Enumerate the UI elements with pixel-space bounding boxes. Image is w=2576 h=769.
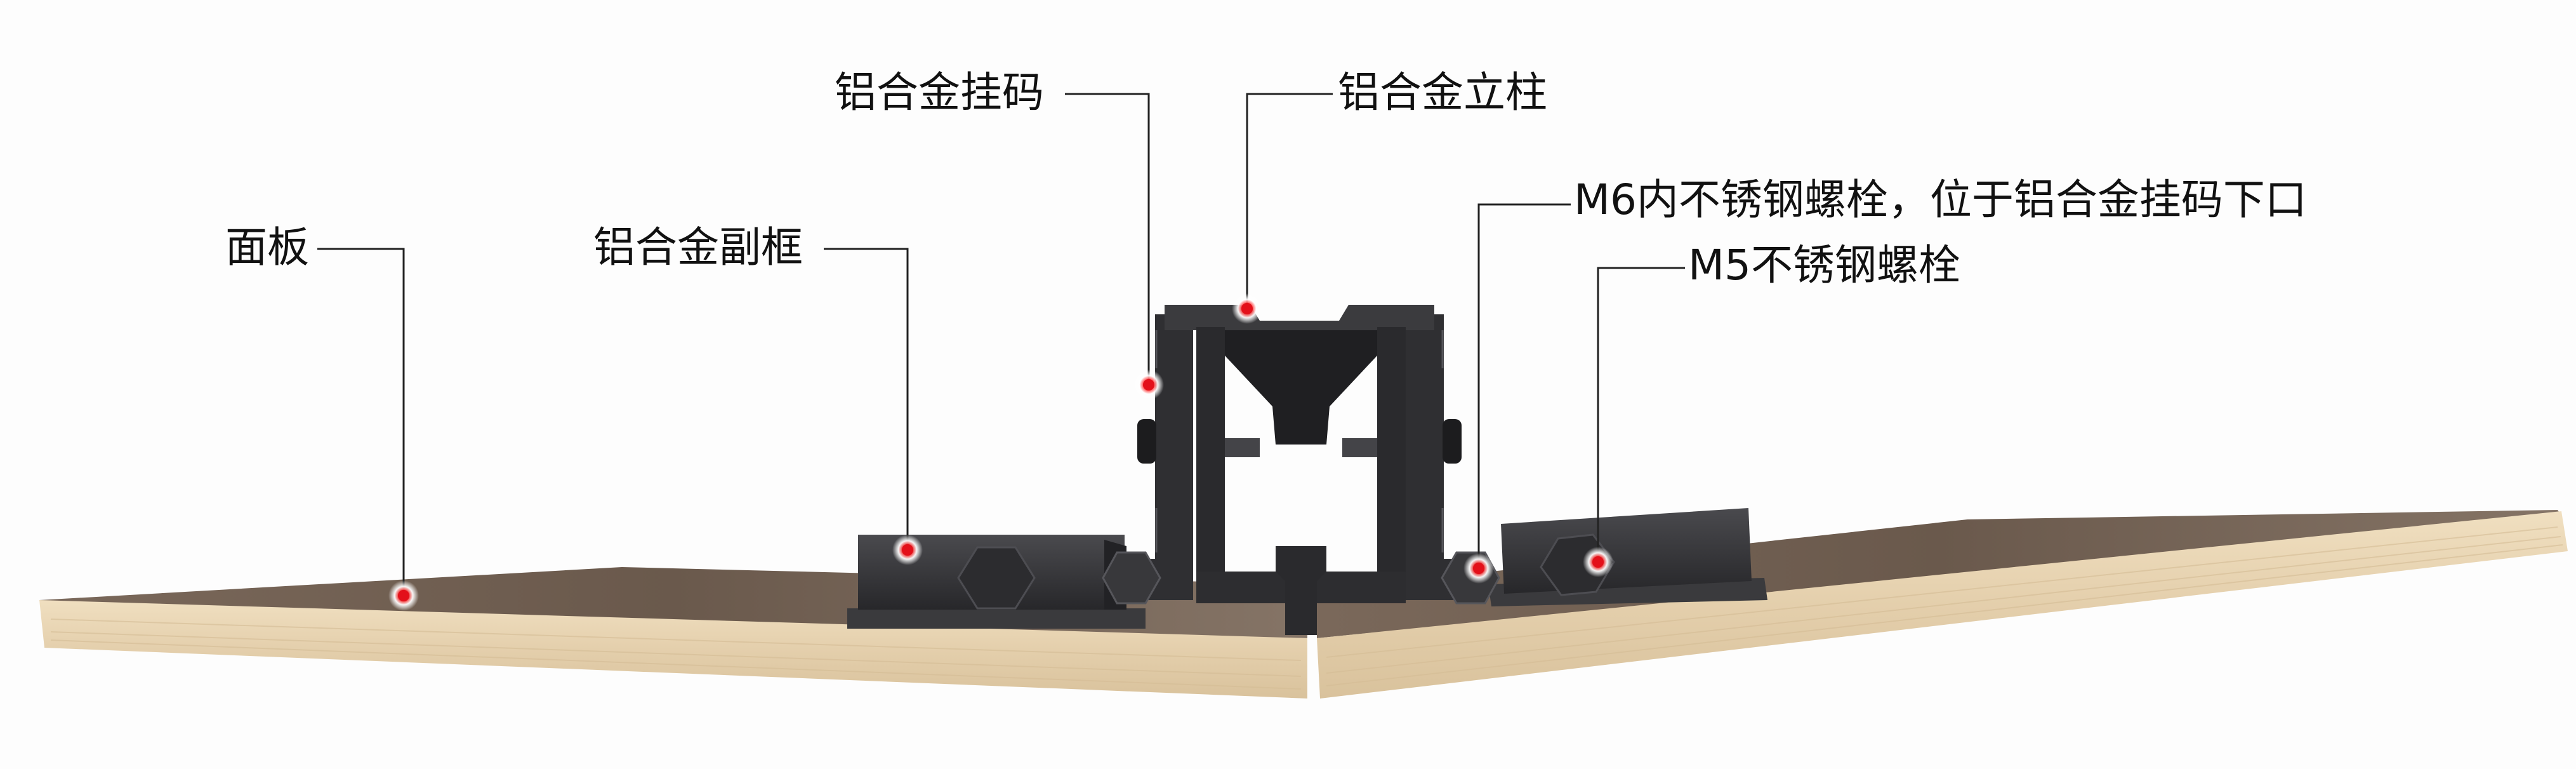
label-hanger: 铝合金挂码 xyxy=(835,68,1044,117)
marker-column xyxy=(1232,293,1262,324)
marker-m6-bolt xyxy=(1463,553,1494,584)
left-inner-bracket xyxy=(1225,438,1260,457)
left-hanger-screw-icon xyxy=(1137,419,1156,464)
right-hanger-screw-icon xyxy=(1443,419,1462,464)
right-panel-top-surface xyxy=(1317,510,2561,638)
label-subframe: 铝合金副框 xyxy=(593,223,803,272)
label-column: 铝合金立柱 xyxy=(1338,68,1547,117)
right-subframe-body xyxy=(1501,508,1752,594)
marker-subframe xyxy=(892,535,923,565)
left-m6-bolt-icon xyxy=(1102,551,1161,605)
column-inner-top xyxy=(1225,330,1377,445)
label-m5-bolt: M5不锈钢螺栓 xyxy=(1688,241,1960,290)
right-panel xyxy=(1317,510,2568,699)
left-panel-front-edge xyxy=(39,600,1307,699)
left-subframe-bolt-icon xyxy=(957,546,1036,610)
right-subframe xyxy=(1488,508,1767,606)
leader-subframe xyxy=(824,248,909,549)
aluminum-column-assembly xyxy=(1102,305,1500,635)
right-hanger xyxy=(1406,314,1463,600)
left-hanger xyxy=(1136,314,1193,600)
column-left-wall xyxy=(1196,327,1225,591)
leader-panel xyxy=(317,248,405,591)
marker-panel xyxy=(388,580,419,611)
leader-hanger xyxy=(1065,93,1150,384)
label-m6-bolt: M6内不锈钢螺栓，位于铝合金挂码下口 xyxy=(1574,175,2307,224)
column-top-cap xyxy=(1165,305,1434,330)
label-panel: 面板 xyxy=(225,223,309,272)
leader-m6-bolt xyxy=(1477,203,1571,564)
marker-m5-bolt xyxy=(1583,547,1613,577)
leader-lines xyxy=(317,93,1685,591)
marker-hanger xyxy=(1133,370,1164,400)
leader-column xyxy=(1246,93,1333,307)
column-bottom-key xyxy=(1276,546,1326,635)
right-inner-bracket xyxy=(1342,438,1377,457)
leader-m5-bolt xyxy=(1597,267,1685,559)
markers xyxy=(388,293,1613,611)
left-subframe-base xyxy=(847,608,1146,629)
column-right-wall xyxy=(1377,327,1406,591)
left-subframe xyxy=(847,535,1146,629)
